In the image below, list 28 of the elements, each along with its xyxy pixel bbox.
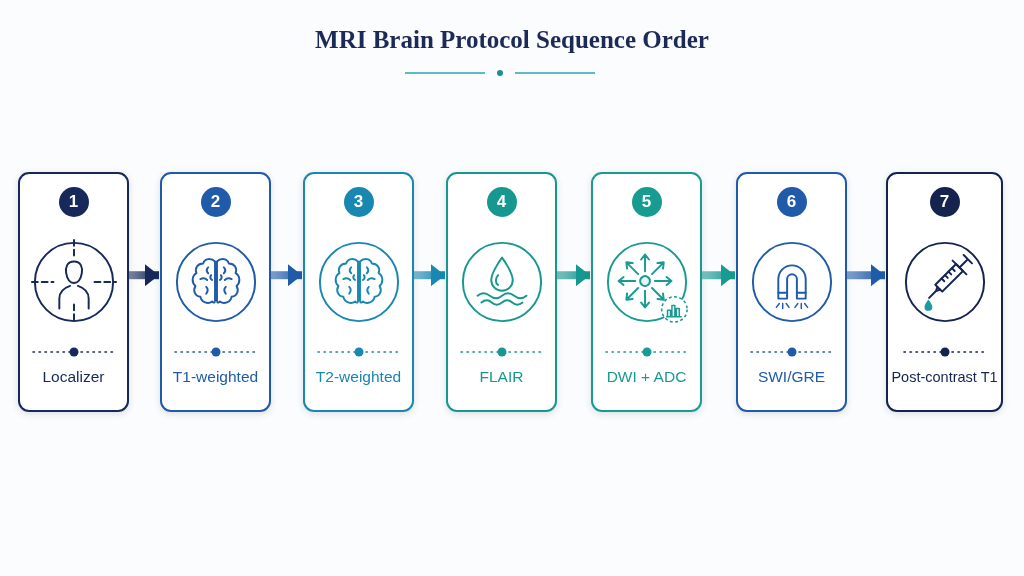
arrow (271, 264, 302, 287)
step-label: Post-contrast T1 (891, 369, 998, 385)
step-card (736, 172, 847, 412)
step-label: T2-weighted (315, 368, 402, 386)
step-card (303, 172, 414, 412)
step-number-badge: 1 (58, 187, 89, 217)
step-card (591, 172, 702, 412)
step-number-badge: 7 (929, 187, 960, 217)
step-card (886, 172, 1003, 412)
step-card (446, 172, 557, 412)
step-number-badge: 6 (776, 187, 807, 217)
step-number-badge: 2 (200, 187, 231, 217)
diagram-title: MRI Brain Protocol Sequence Order (315, 26, 709, 54)
step-label: FLAIR (479, 368, 524, 386)
step-label: SWI/GRE (757, 368, 826, 386)
arrow (702, 264, 735, 287)
step-number-badge: 3 (343, 187, 374, 217)
step-card (160, 172, 271, 412)
step-label: T1-weighted (172, 368, 259, 386)
arrow (414, 264, 445, 287)
arrow (847, 264, 885, 287)
step-number-badge: 5 (631, 187, 662, 217)
arrow (557, 264, 590, 287)
step-card (18, 172, 129, 412)
arrow (129, 264, 159, 287)
step-number-badge: 4 (486, 187, 517, 217)
step-label: DWI + ADC (606, 368, 687, 386)
step-label: Localizer (42, 368, 105, 386)
